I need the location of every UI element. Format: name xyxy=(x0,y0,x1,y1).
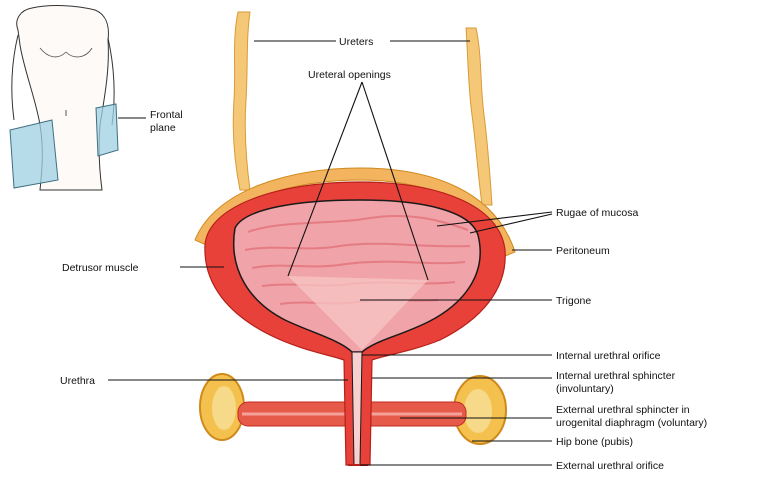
hip-bone-label: Hip bone (pubis) xyxy=(556,436,633,448)
ureteral-openings-label: Ureteral openings xyxy=(308,69,391,81)
trigone-label: Trigone xyxy=(556,295,591,307)
rugae-label: Rugae of mucosa xyxy=(556,207,638,219)
frontal-plane-label-2: plane xyxy=(150,122,176,134)
peritoneum-label: Peritoneum xyxy=(556,245,610,257)
ureter-right xyxy=(466,28,492,205)
frontal-plane-left xyxy=(10,120,58,188)
ureters-label: Ureters xyxy=(339,36,373,48)
external-sphincter-label-1: External urethral sphincter in xyxy=(556,404,690,416)
internal-orifice-label: Internal urethral orifice xyxy=(556,350,661,362)
urethra-lumen xyxy=(352,352,362,465)
internal-sphincter-label-2: (involuntary) xyxy=(556,383,614,395)
internal-sphincter-label-1: Internal urethral sphincter xyxy=(556,370,676,382)
ureter-left xyxy=(233,12,250,190)
torso-left-arm xyxy=(12,35,18,120)
urethra-label: Urethra xyxy=(60,375,95,387)
torso-inset: Frontal plane xyxy=(10,6,183,190)
hip-bone-left-inner xyxy=(212,386,236,430)
external-orifice-label: External urethral orifice xyxy=(556,460,664,472)
external-sphincter-label-2: urogenital diaphragm (voluntary) xyxy=(556,417,707,429)
detrusor-label: Detrusor muscle xyxy=(62,262,139,274)
hip-bone-right-inner xyxy=(464,389,492,433)
frontal-plane-right xyxy=(96,104,118,156)
frontal-plane-label-1: Frontal xyxy=(150,109,183,121)
